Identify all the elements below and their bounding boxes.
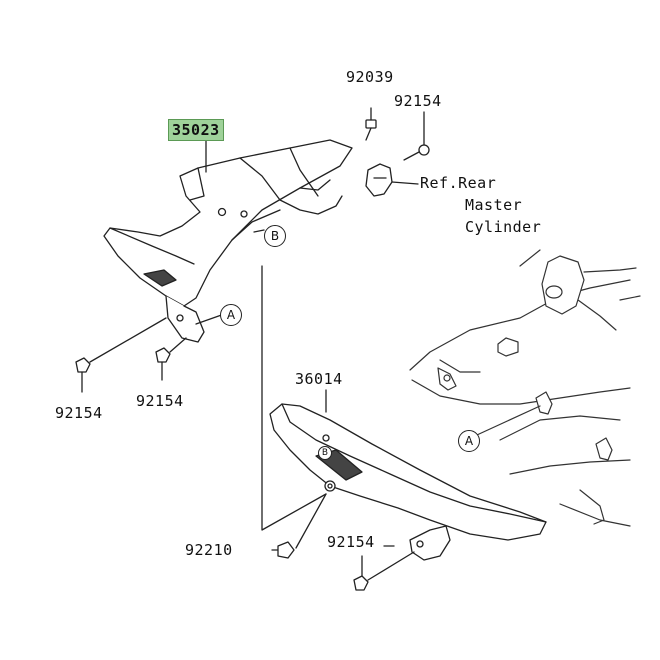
bolt-92154-top	[403, 111, 430, 161]
bolt-92039	[365, 107, 377, 141]
screw-92154-left2	[155, 337, 187, 381]
ref-cylinder-label: Cylinder	[465, 218, 542, 236]
callout-a-lower: A	[458, 430, 480, 452]
screw-92154-bottom	[353, 551, 415, 591]
brake-bracket	[365, 163, 419, 197]
callout-b-lower: B	[318, 446, 332, 460]
lower-chain-guard-36014	[269, 403, 547, 561]
ref-rear-label: Ref.Rear	[420, 174, 497, 192]
part-label-92154-top: 92154	[394, 92, 442, 110]
part-label-92154-left: 92154	[55, 404, 103, 422]
callout-a-upper: A	[220, 304, 242, 326]
part-label-92210: 92210	[185, 541, 233, 559]
part-label-35023: 35023	[168, 119, 224, 141]
screw-92154-left	[75, 317, 167, 393]
part-label-36014: 36014	[295, 370, 343, 388]
nut-92210	[277, 541, 295, 559]
part-label-92039: 92039	[346, 68, 394, 86]
ref-master-label: Master	[465, 196, 523, 214]
callout-b-upper: B	[264, 225, 286, 247]
upper-chain-guard-35023	[103, 139, 353, 343]
swingarm-frame	[409, 249, 641, 527]
part-label-92154-bottom: 92154	[327, 533, 375, 551]
part-label-92154-left2: 92154	[136, 392, 184, 410]
